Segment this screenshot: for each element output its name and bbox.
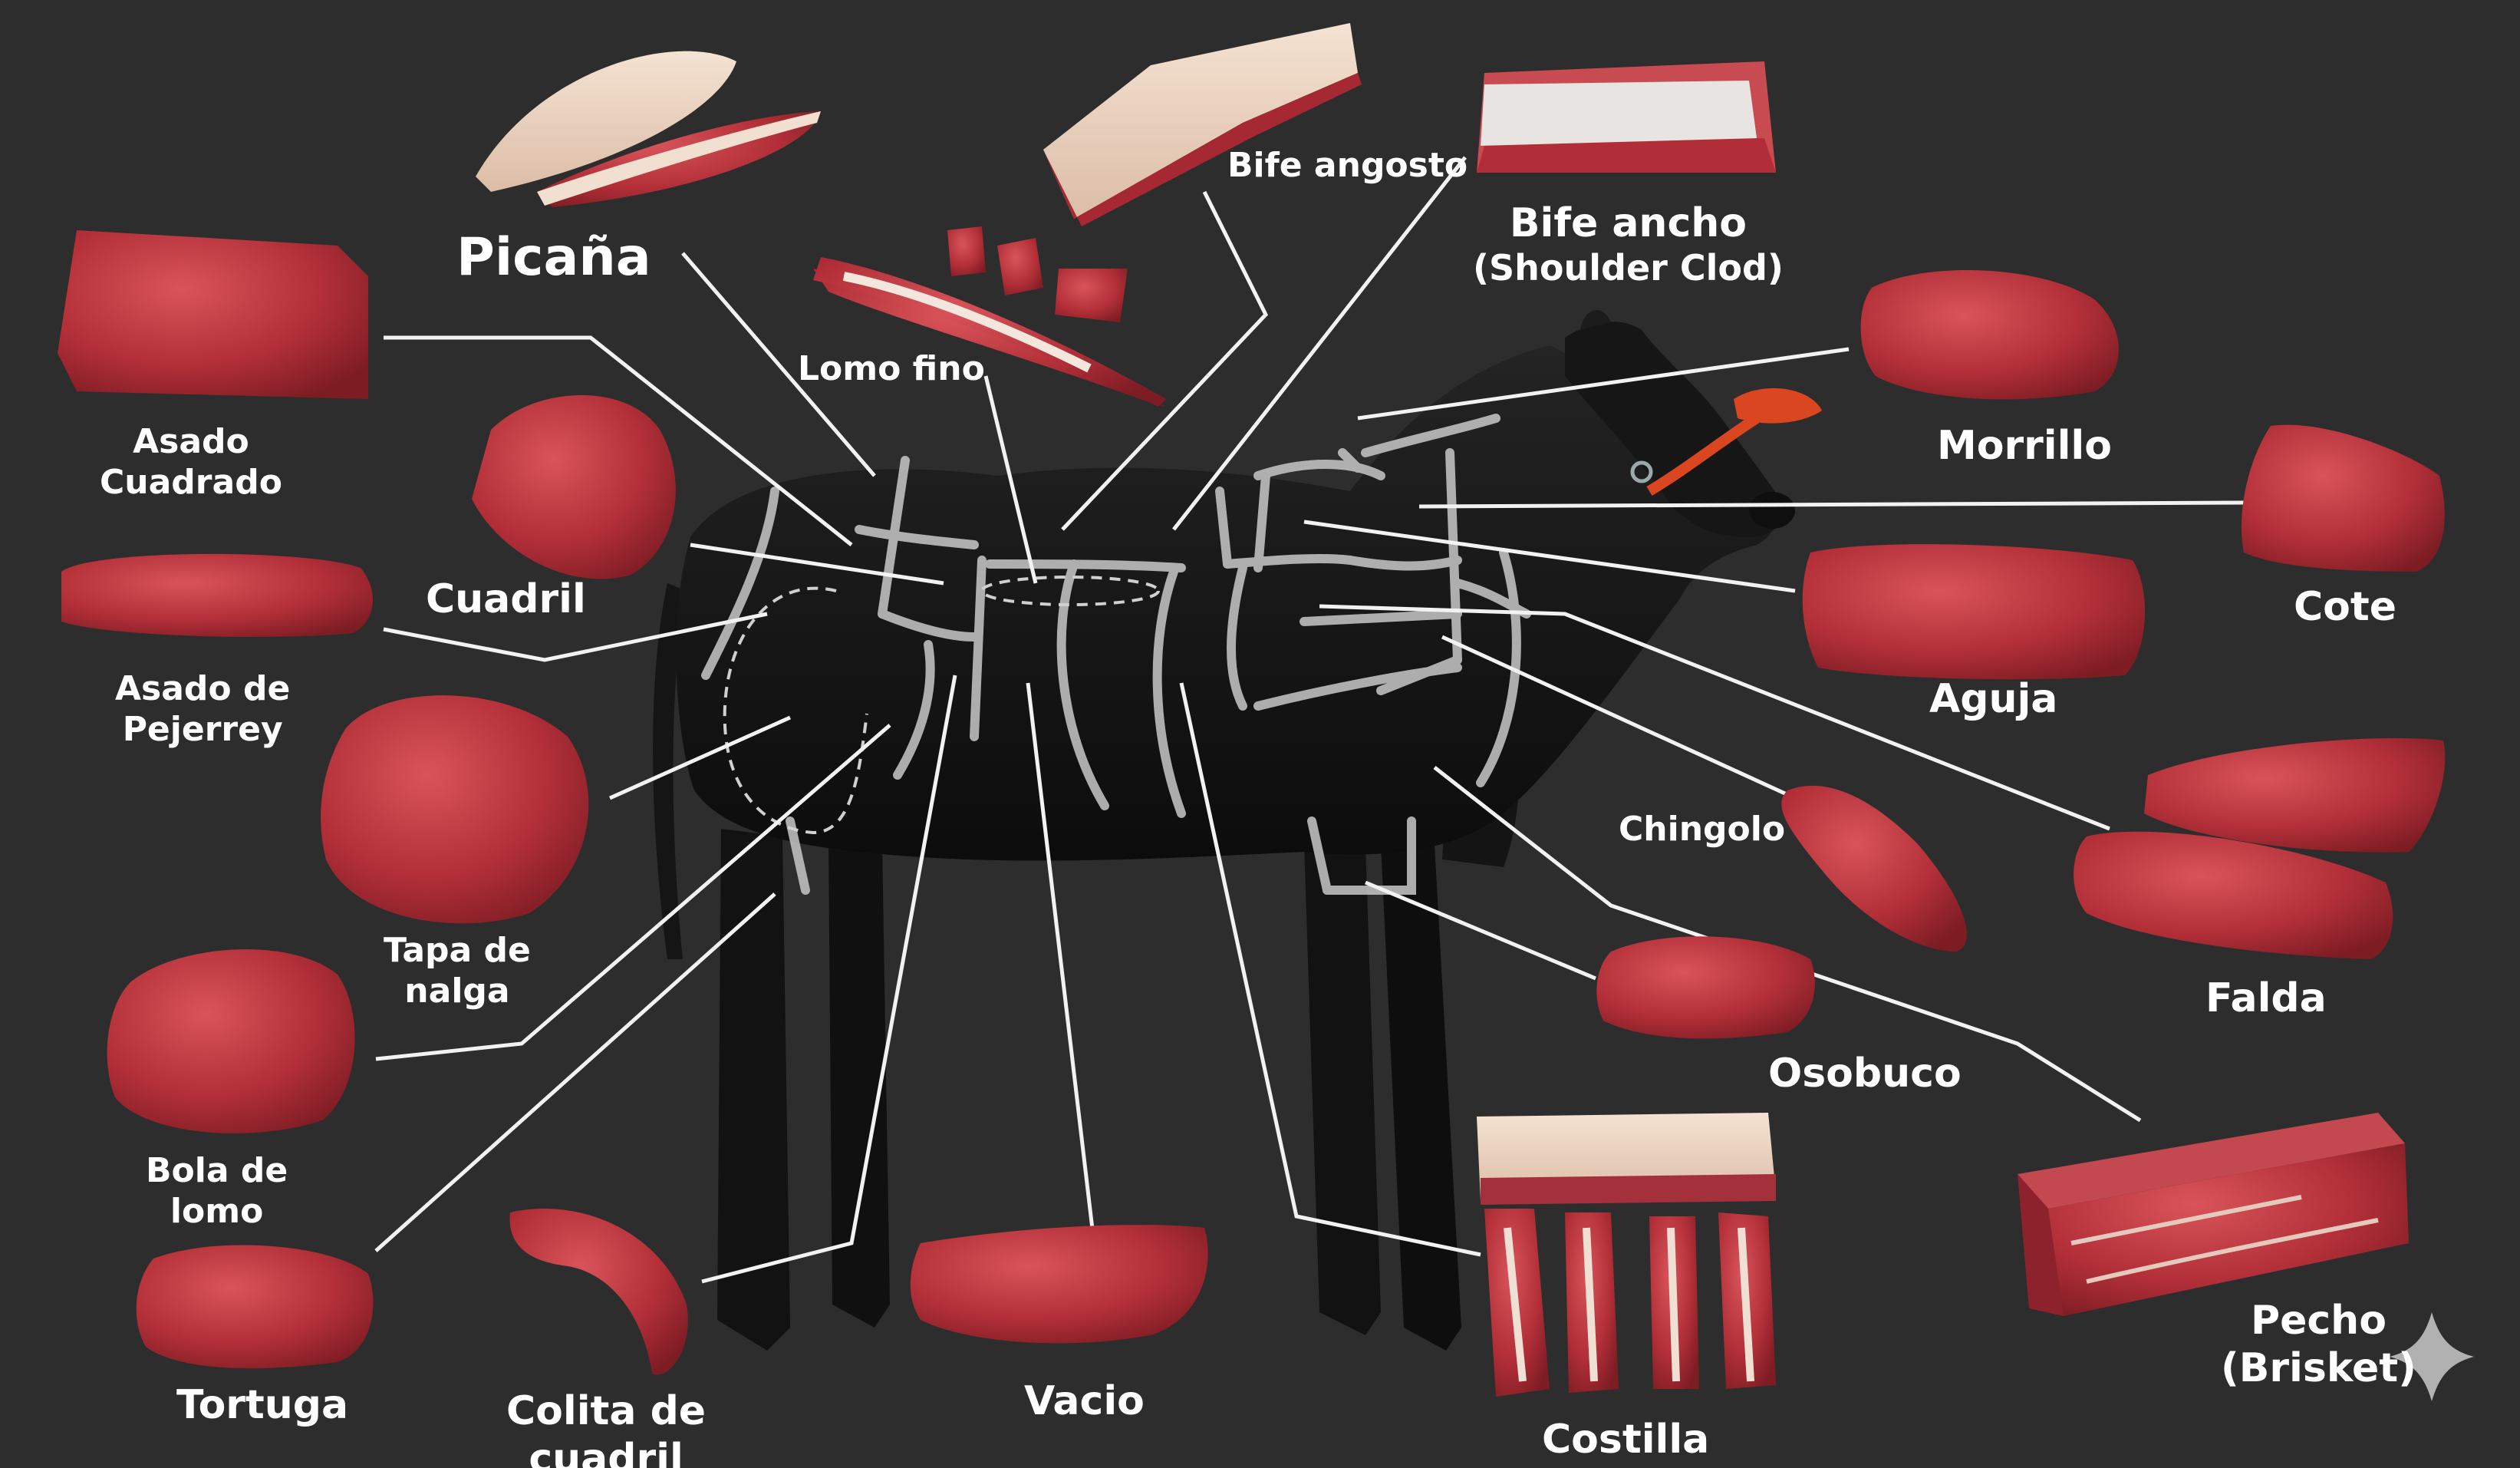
meat-asado-de-pejerrey xyxy=(61,554,373,637)
meat-bife-ancho xyxy=(1477,61,1776,173)
label-pecho: Pecho (Brisket) xyxy=(2221,1297,2416,1393)
label-costilla: Costilla xyxy=(1542,1416,1709,1463)
label-bife-angosto: Bife angosto xyxy=(1227,146,1468,186)
label-vacio: Vacio xyxy=(1024,1377,1145,1425)
label-asado-de-pejerrey: Asado de Pejerrey xyxy=(115,669,290,750)
label-cuadril: Cuadril xyxy=(426,576,586,623)
meat-tapa-de-nalga xyxy=(321,695,588,923)
label-chingolo: Chingolo xyxy=(1619,810,1785,850)
label-aguja: Aguja xyxy=(1929,675,2057,723)
label-tapa-de-nalga: Tapa de nalga xyxy=(384,931,531,1012)
meat-bola-de-lomo xyxy=(107,949,355,1133)
label-bife-ancho: Bife ancho (Shoulder Clod) xyxy=(1473,200,1784,290)
label-falda: Falda xyxy=(2205,975,2327,1022)
label-morrillo: Morrillo xyxy=(1937,422,2112,470)
meat-vacio xyxy=(911,1225,1208,1343)
meat-osobuco xyxy=(1596,936,1815,1038)
label-bola-de-lomo: Bola de lomo xyxy=(146,1151,288,1232)
label-osobuco: Osobuco xyxy=(1768,1050,1962,1097)
label-cote: Cote xyxy=(2294,583,2396,631)
label-asado-cuadrado: Asado Cuadrado xyxy=(100,422,282,503)
meat-aguja xyxy=(1803,544,2145,679)
label-colita-de-cuadril: Colita de cuadril xyxy=(506,1387,706,1468)
meat-asado-cuadrado xyxy=(58,230,368,399)
meat-tortuga xyxy=(137,1245,374,1369)
label-tortuga: Tortuga xyxy=(176,1381,348,1429)
label-picana: Picaña xyxy=(456,226,651,289)
label-lomo-fino: Lomo fino xyxy=(798,349,985,390)
